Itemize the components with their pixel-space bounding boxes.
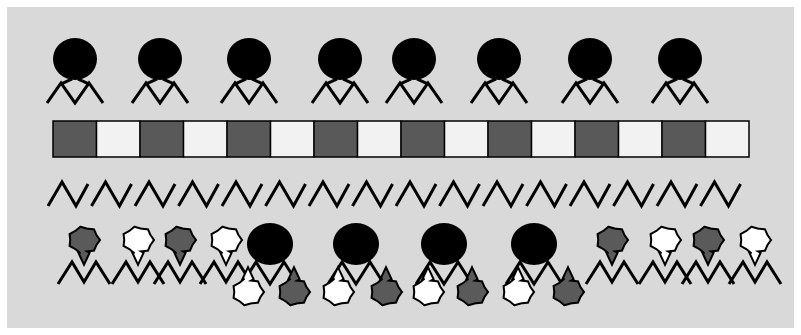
band-cell-dark	[662, 121, 706, 157]
black-circle-head-icon	[318, 38, 362, 80]
band-cell-light	[619, 121, 663, 157]
black-circle-head-icon	[227, 38, 271, 80]
band-cell-light	[97, 121, 141, 157]
band-cell-light	[271, 121, 315, 157]
band-cell-dark	[227, 121, 271, 157]
band-cell-dark	[575, 121, 619, 157]
band-cell-dark	[401, 121, 445, 157]
band-cell-light	[445, 121, 489, 157]
black-circle-head-icon	[658, 38, 702, 80]
black-circle-head-icon	[511, 223, 557, 265]
band-cell-dark	[314, 121, 358, 157]
checker-band	[53, 121, 749, 157]
black-circle-head-icon	[138, 38, 182, 80]
black-circle-head-icon	[392, 38, 436, 80]
band-cell-dark	[53, 121, 97, 157]
black-circle-head-icon	[333, 223, 379, 265]
band-cell-light	[184, 121, 228, 157]
band-cell-light	[532, 121, 576, 157]
black-circle-head-icon	[568, 38, 612, 80]
black-circle-head-icon	[53, 38, 97, 80]
black-circle-head-icon	[247, 223, 293, 265]
band-cell-light	[706, 121, 750, 157]
band-cell-dark	[488, 121, 532, 157]
band-cell-light	[358, 121, 402, 157]
band-cell-dark	[140, 121, 184, 157]
black-circle-head-icon	[477, 38, 521, 80]
black-circle-head-icon	[421, 223, 467, 265]
